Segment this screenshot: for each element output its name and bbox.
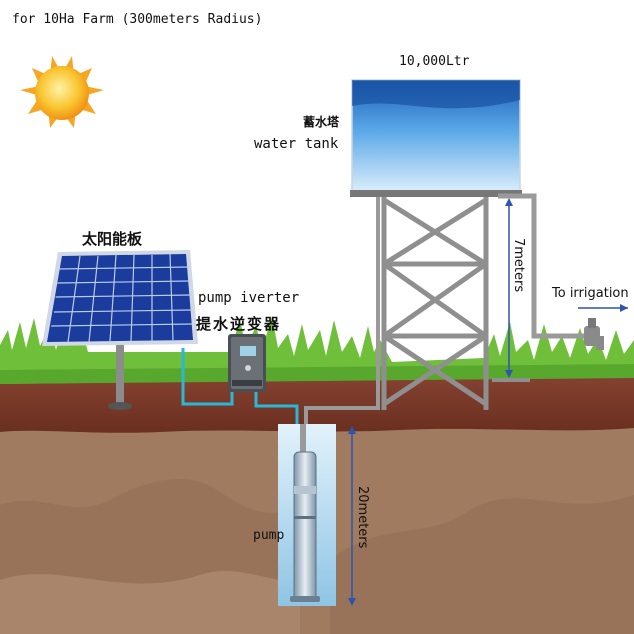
tower-height-dimension: [505, 198, 513, 378]
tank-tower-icon: [381, 196, 489, 410]
well-depth-dimension: [348, 426, 356, 606]
inverter-label-zh: 提水逆变器: [196, 315, 282, 333]
topsoil-layer: [0, 372, 634, 433]
submersible-pump-icon: [290, 451, 320, 602]
soil-texture: [0, 570, 300, 634]
riser-pipe: [300, 424, 306, 468]
pump-label: pump: [253, 528, 285, 543]
sun-icon: [20, 56, 104, 128]
irrigation-arrow: [578, 304, 628, 312]
grass-shade: [0, 364, 634, 384]
tap-icon: [584, 318, 604, 350]
soil-texture: [330, 495, 634, 634]
soil-texture: [0, 478, 300, 634]
tank-capacity-label: 10,000Ltr: [399, 54, 470, 69]
tank-label-zh: 蓄水塔: [303, 115, 340, 129]
tower-height-label: 7meters: [511, 238, 526, 293]
tank-label-en: water tank: [254, 136, 339, 152]
solar-panel-label: 太阳能板: [82, 230, 143, 248]
solar-panel-icon: [42, 250, 198, 410]
well-depth-label: 20meters: [355, 486, 370, 549]
inverter-label-en: pump iverter: [198, 290, 300, 306]
water-tank-icon: [350, 79, 522, 197]
outlet-pipe: [498, 193, 586, 339]
irrigation-label: To irrigation: [552, 286, 629, 301]
page-title: for 10Ha Farm (300meters Radius): [12, 12, 263, 27]
panel-cable: [181, 348, 234, 406]
inverter-icon: [228, 334, 266, 392]
